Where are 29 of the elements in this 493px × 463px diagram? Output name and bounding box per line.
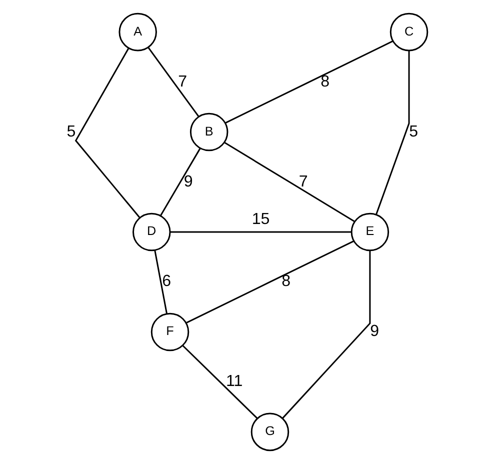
connector bbox=[170, 230, 351, 232]
edge-label: 7 bbox=[178, 72, 187, 90]
edge-label: 5 bbox=[408, 122, 418, 140]
edge-label: 8 bbox=[320, 72, 330, 90]
connector bbox=[282, 250, 370, 418]
edge-label: 9 bbox=[370, 322, 379, 340]
node-circle: G bbox=[250, 412, 289, 451]
edge-label: 7 bbox=[298, 172, 308, 190]
node-circle: B bbox=[189, 112, 228, 151]
connector bbox=[154, 250, 168, 314]
node-circle: E bbox=[350, 212, 389, 251]
node-circle: D bbox=[132, 212, 170, 251]
connector bbox=[224, 141, 354, 222]
edge-label: 15 bbox=[251, 210, 270, 228]
edge-label: 9 bbox=[183, 172, 192, 190]
edge-label: 11 bbox=[226, 372, 242, 390]
connector bbox=[159, 148, 200, 216]
connector bbox=[375, 50, 410, 214]
node-circle: C bbox=[389, 12, 428, 51]
edge-label: 5 bbox=[66, 122, 76, 140]
node-circle: F bbox=[150, 312, 189, 351]
connector bbox=[224, 40, 392, 123]
edge-label: 6 bbox=[162, 272, 171, 290]
connector bbox=[186, 240, 354, 323]
edge-label: 8 bbox=[281, 272, 290, 290]
connector bbox=[74, 47, 140, 218]
connector bbox=[147, 46, 199, 117]
connector bbox=[182, 344, 258, 418]
node-circle: A bbox=[118, 12, 156, 51]
